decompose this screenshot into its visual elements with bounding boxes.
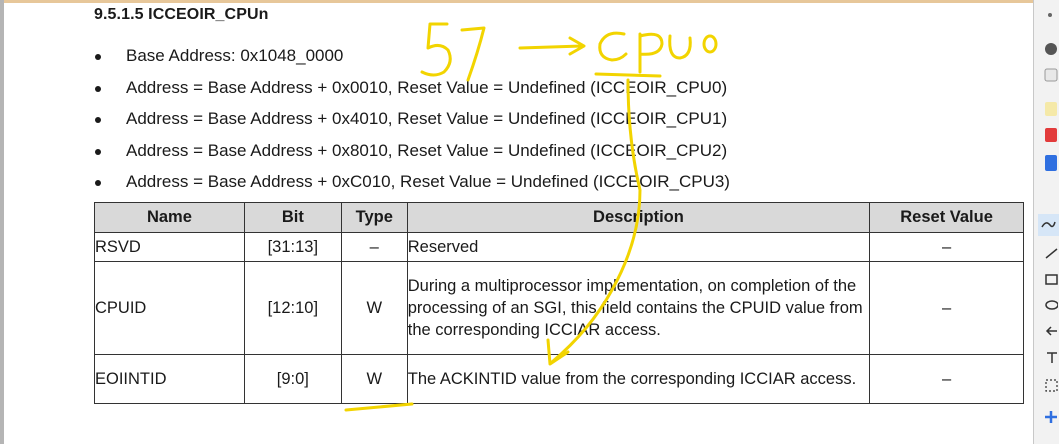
cell-description: During a multiprocessor implementation, …	[406, 261, 871, 355]
eraser-icon[interactable]	[1044, 66, 1059, 84]
cell-bit: [31:13]	[243, 232, 342, 262]
page-top-edge	[0, 0, 1033, 3]
list-item: Address = Base Address + 0x8010, Reset V…	[0, 137, 730, 169]
cell-name: EOIINTID	[94, 354, 245, 404]
highlighter-icon[interactable]	[1044, 100, 1059, 118]
list-item-text: Address = Base Address + 0x8010, Reset V…	[126, 140, 728, 160]
table-row: CPUID [12:10] W During a multiprocessor …	[94, 261, 1024, 355]
cell-name: RSVD	[94, 232, 245, 262]
drawing-toolbar	[1033, 0, 1059, 444]
cell-description: Reserved	[406, 232, 871, 262]
ellipse-icon[interactable]	[1044, 296, 1059, 314]
register-table: Name Bit Type Description Reset Value RS…	[94, 202, 1024, 404]
header-description: Description	[406, 202, 871, 233]
list-item: Address = Base Address + 0x4010, Reset V…	[0, 105, 730, 137]
bullet-icon	[95, 180, 101, 186]
list-item: Base Address: 0x1048_0000	[0, 42, 730, 74]
header-name: Name	[94, 202, 245, 233]
table-row: RSVD [31:13] – Reserved –	[94, 232, 1024, 262]
bullet-icon	[95, 54, 101, 60]
color-blue[interactable]	[1044, 154, 1059, 172]
cell-bit: [9:0]	[243, 354, 342, 404]
table-row: EOIINTID [9:0] W The ACKINTID value from…	[94, 354, 1024, 404]
list-item-text: Base Address: 0x1048_0000	[126, 46, 344, 65]
address-list: Base Address: 0x1048_0000 Address = Base…	[0, 42, 730, 200]
cell-reset-value: –	[869, 261, 1024, 355]
document-page: 9.5.1.5 ICCEOIR_CPUn Base Address: 0x104…	[0, 0, 1033, 444]
cell-name: CPUID	[94, 261, 245, 355]
line-icon[interactable]	[1044, 244, 1059, 262]
list-item: Address = Base Address + 0xC010, Reset V…	[0, 168, 730, 200]
cell-type: W	[340, 354, 408, 404]
section-title: 9.5.1.5 ICCEOIR_CPUn	[94, 6, 269, 23]
bullet-icon	[95, 117, 101, 123]
cell-reset-value: –	[869, 354, 1024, 404]
header-reset-value: Reset Value	[869, 202, 1024, 233]
list-item-text: Address = Base Address + 0x0010, Reset V…	[126, 77, 728, 97]
bullet-icon	[95, 148, 101, 155]
cell-reset-value: –	[869, 232, 1024, 262]
header-type: Type	[340, 202, 408, 233]
color-red[interactable]	[1044, 126, 1059, 144]
arrow-left-icon[interactable]	[1044, 322, 1059, 340]
list-item-text: Address = Base Address + 0xC010, Reset V…	[126, 172, 730, 191]
pin-icon[interactable]	[1044, 6, 1059, 24]
table-header-row: Name Bit Type Description Reset Value	[94, 202, 1024, 233]
add-icon[interactable]	[1044, 408, 1059, 426]
cell-bit: [12:10]	[243, 261, 342, 355]
rectangle-icon[interactable]	[1044, 270, 1059, 288]
header-bit: Bit	[243, 202, 342, 233]
bullet-icon	[95, 85, 101, 92]
cell-type: W	[340, 261, 408, 355]
select-icon[interactable]	[1044, 376, 1059, 394]
dot-icon[interactable]	[1044, 40, 1059, 58]
cell-description: The ACKINTID value from the correspondin…	[406, 354, 871, 404]
list-item: Address = Base Address + 0x0010, Reset V…	[0, 74, 730, 106]
cell-type: –	[340, 232, 408, 262]
list-item-text: Address = Base Address + 0x4010, Reset V…	[126, 109, 728, 128]
text-icon[interactable]	[1044, 348, 1059, 366]
page-left-edge	[0, 0, 4, 444]
curve-icon[interactable]	[1038, 214, 1059, 236]
